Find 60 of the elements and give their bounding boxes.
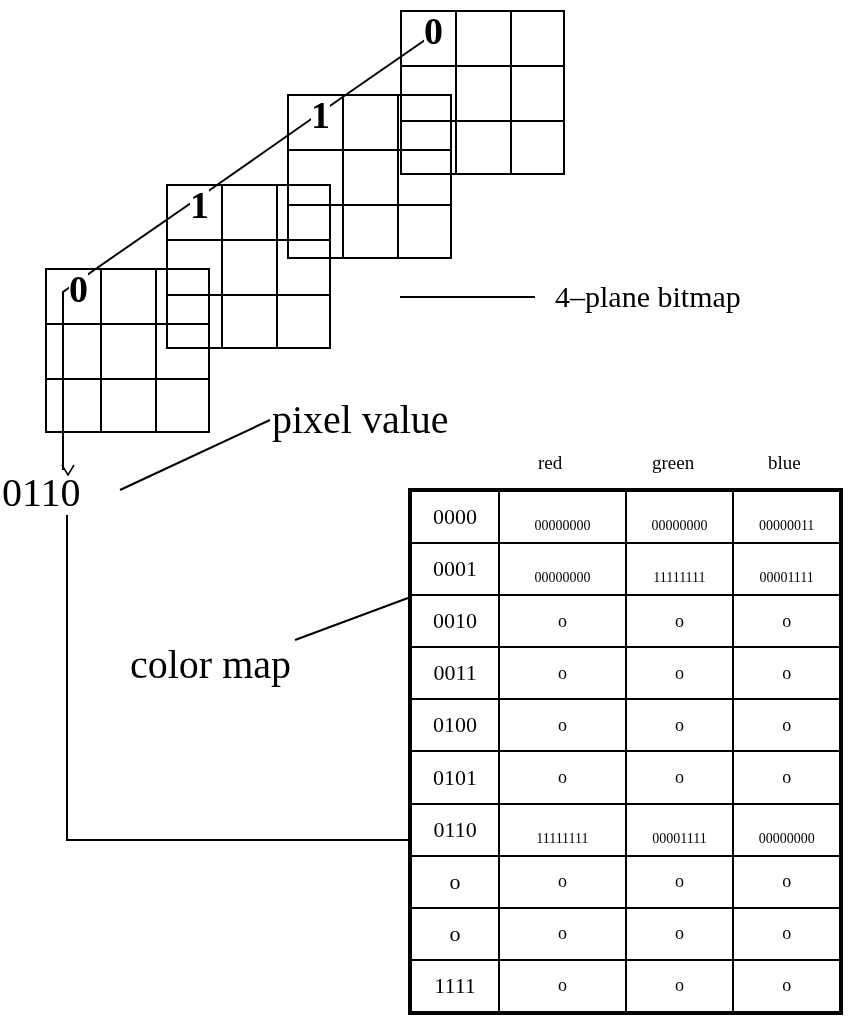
ellipsis-mark: o [733, 907, 840, 960]
ellipsis-mark: o [499, 751, 626, 804]
column-header: blue [768, 452, 801, 474]
callout-label: color map [130, 645, 292, 685]
pixel-code: 0100 [411, 699, 500, 752]
pixel-code: 0011 [411, 647, 500, 700]
ellipsis-mark: o [733, 699, 840, 752]
ellipsis-mark: o [625, 959, 734, 1012]
callout-label: 4–plane bitmap [555, 282, 741, 312]
column-header: red [538, 452, 563, 474]
bit-plane [287, 94, 452, 259]
pixel-code: 0010 [411, 595, 500, 648]
color-value: 11111111 [625, 543, 734, 596]
ellipsis-mark: o [499, 959, 626, 1012]
ellipsis-mark: o [733, 595, 840, 648]
color-value: 11111111 [499, 803, 626, 856]
pixel-value-number: 0110 [2, 473, 81, 513]
ellipsis-mark: o [499, 699, 626, 752]
ellipsis-mark: o [499, 855, 626, 908]
pixel-code: 1111 [411, 959, 500, 1012]
ellipsis-mark: o [625, 855, 734, 908]
leader-line [119, 419, 271, 491]
color-value: 00001111 [625, 803, 734, 856]
connector-line [346, 39, 426, 95]
bit-plane [45, 268, 210, 433]
ellipsis-mark: o [499, 907, 626, 960]
leader-line [399, 296, 536, 298]
ellipsis-mark: o [733, 855, 840, 908]
ellipsis-mark: o [625, 699, 734, 752]
color-value: 00000000 [499, 491, 626, 544]
ellipsis-mark: o [411, 907, 500, 960]
arrow [61, 267, 98, 476]
ellipsis-mark: o [733, 647, 840, 700]
ellipsis-mark: o [625, 595, 734, 648]
ellipsis-mark: o [499, 595, 626, 648]
pixel-code: 0001 [411, 543, 500, 596]
leader-line [294, 597, 409, 641]
color-value: 00000011 [733, 491, 840, 544]
callout-label: pixel value [272, 400, 449, 440]
ellipsis-mark: o [411, 855, 500, 908]
color-value: 00000000 [733, 803, 840, 856]
ellipsis-mark: o [733, 959, 840, 1012]
connector-line [216, 93, 348, 186]
ellipsis-mark: o [625, 751, 734, 804]
color-value: 00000000 [625, 491, 734, 544]
color-value: 00001111 [733, 543, 840, 596]
pixel-code: 0101 [411, 751, 500, 804]
column-header: green [652, 452, 695, 474]
connector-line [66, 514, 409, 841]
bit-plane [400, 10, 565, 175]
color-value: 00000000 [499, 543, 626, 596]
color-map-table [408, 488, 843, 1015]
ellipsis-mark: o [625, 907, 734, 960]
pixel-code: 0110 [411, 803, 500, 856]
bit-plane [166, 184, 331, 349]
connector-line [96, 184, 218, 269]
ellipsis-mark: o [625, 647, 734, 700]
ellipsis-mark: o [733, 751, 840, 804]
ellipsis-mark: o [499, 647, 626, 700]
pixel-code: 0000 [411, 491, 500, 544]
